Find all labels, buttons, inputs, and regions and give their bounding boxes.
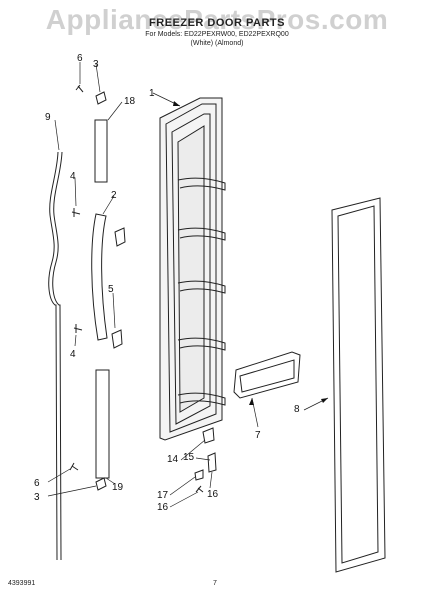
hinge-screw xyxy=(195,485,204,493)
handle-clip-upper xyxy=(114,227,126,247)
callout-2: 2 xyxy=(111,190,117,201)
callout-6-top: 6 xyxy=(77,53,83,64)
callout-17: 17 xyxy=(157,490,169,501)
callout-1: 1 xyxy=(149,88,155,99)
callout-16-right: 16 xyxy=(207,489,219,500)
callout-16-left: 16 xyxy=(157,502,169,513)
gasket-strip xyxy=(48,151,63,561)
callout-14: 14 xyxy=(167,454,179,465)
cap-top xyxy=(95,91,107,105)
hinge-bushing xyxy=(207,452,217,473)
callout-8: 8 xyxy=(294,404,300,415)
upper-handle-trim xyxy=(94,119,108,183)
callout-labels: 1 2 3 3 4 4 5 6 6 7 8 9 14 15 16 16 17 1… xyxy=(34,53,300,513)
callout-6-bottom: 6 xyxy=(34,478,40,489)
callout-18: 18 xyxy=(124,96,136,107)
page-number: 7 xyxy=(213,580,217,587)
screw-upper xyxy=(71,208,81,217)
callout-4-upper: 4 xyxy=(70,171,76,182)
callout-3-top: 3 xyxy=(93,59,99,70)
door-gasket-frame xyxy=(331,197,386,573)
callout-19: 19 xyxy=(112,482,124,493)
document-code: 4393991 xyxy=(8,580,36,587)
callout-3-bottom: 3 xyxy=(34,492,40,503)
colors-line: (White) (Almond) xyxy=(190,40,244,47)
door-gasket-inner xyxy=(337,205,379,564)
models-line: For Models: ED22PEXRW00, ED22PEXRQ00 xyxy=(145,31,289,38)
watermark: AppliancePartsPros.com xyxy=(45,4,389,35)
callout-7: 7 xyxy=(255,430,261,441)
lower-handle-trim xyxy=(95,369,110,479)
diagram-title: FREEZER DOOR PARTS xyxy=(149,17,285,29)
door-bin-inner xyxy=(239,359,295,393)
cap-bottom xyxy=(95,477,107,491)
handle-clip-lower xyxy=(111,329,123,349)
freezer-door xyxy=(159,97,226,441)
hinge-washer xyxy=(194,469,204,481)
callout-15: 15 xyxy=(183,452,195,463)
callout-5: 5 xyxy=(108,284,114,295)
screw-bottom xyxy=(69,462,79,471)
callout-4-lower: 4 xyxy=(70,349,76,360)
door-handle xyxy=(91,213,108,341)
hinge-bracket xyxy=(202,427,215,444)
callout-9: 9 xyxy=(45,112,51,123)
screw-top xyxy=(75,84,84,93)
leader-arrowheads xyxy=(173,101,328,405)
screw-lower xyxy=(73,324,83,333)
